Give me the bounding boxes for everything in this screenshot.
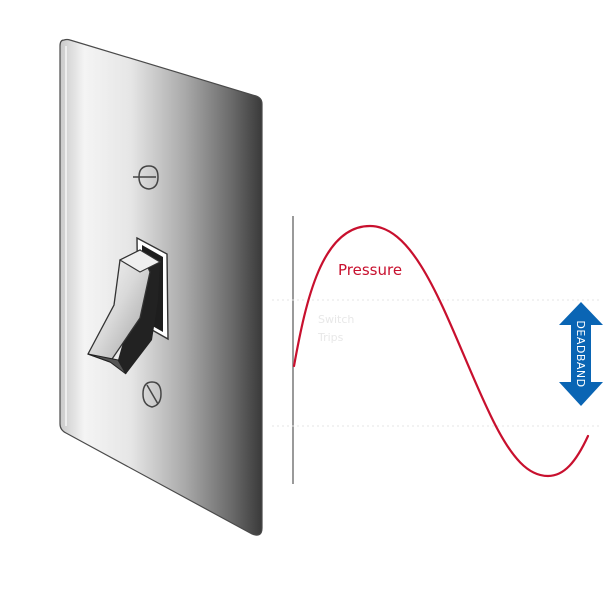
deadband-arrow: DEADBAND xyxy=(559,302,603,406)
pressure-curve xyxy=(292,224,590,478)
deadband-label: DEADBAND xyxy=(574,320,587,387)
screw-icon xyxy=(142,381,162,408)
pressure-label: Pressure xyxy=(338,261,402,279)
screw-icon xyxy=(133,165,159,190)
switch-trips-label-line2: Trips xyxy=(317,331,344,344)
toggle-lever-icon xyxy=(87,236,169,375)
switch-trips-label-line1: Switch xyxy=(318,313,354,326)
